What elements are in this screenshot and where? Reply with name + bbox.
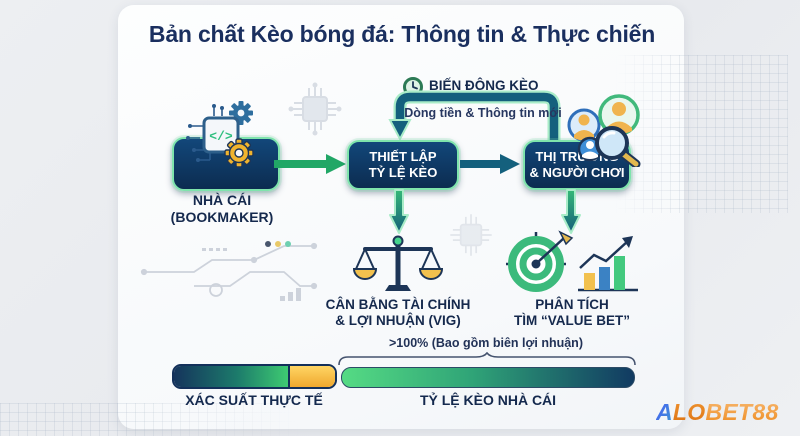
target-chart-icon [506,230,638,292]
arrow-right-teal [460,154,520,174]
bookmaker-chip-gears-icon: </> [186,101,254,168]
feedback-loop-sublabel: Dòng tiền & Thông tin mới [404,106,562,120]
chip-watermark-icon [288,82,342,136]
bookmaker-label-line1: NHÀ CÁI [192,192,252,208]
feedback-loop-label: BIẾN ĐỘNG KÈO [429,78,539,93]
market-line2: & NGƯỜI CHƠI [529,165,625,180]
bookmaker-odds-label: TỶ LỆ KÈO NHÀ CÁI [419,392,557,408]
arrow-right-green [274,154,346,174]
vig-segment [288,366,335,387]
page-title: Bản chất Kèo bóng đá: Thông tin & Thực c… [148,21,656,47]
logo-part-lo: LO [672,399,706,425]
circuit-watermark-icon [140,241,318,301]
actual-probability-label: XÁC SUẤT THỰC TẾ [185,392,323,408]
balance-scales-icon [353,235,443,291]
svg-text:</>: </> [209,129,233,144]
people-magnifier-icon [567,94,641,167]
brace-icon [338,352,636,366]
balance-label-line2: & LỢI NHUẬN (VIG) [335,313,461,329]
actual-probability-bar [172,364,337,389]
alobet88-logo: ALOBET88 [656,399,779,426]
arrow-down-setup [389,189,409,234]
setup-line1: THIẾT LẬP [369,148,437,164]
chip-watermark-icon [450,214,492,256]
bookmaker-label-line2: (BOOKMAKER) [170,209,274,226]
balance-label-line1: CÂN BẰNG TÀI CHÍNH [325,297,471,312]
balance-label: CÂN BẰNG TÀI CHÍNH & LỢI NHUẬN (VIG) [308,297,488,330]
feedback-loop-arrow [388,90,561,147]
probability-segment [174,366,289,387]
margin-annotation: >100% (Bao gồm biên lợi nhuận) [389,336,583,350]
analysis-label-line1: PHÂN TÍCH [535,297,609,312]
node-setup-odds: THIẾT LẬP TỶ LỆ KÈO [347,140,459,190]
bookmaker-label: NHÀ CÁI (BOOKMAKER) [142,192,302,226]
logo-part-bet: BET88 [705,399,779,425]
setup-line2: TỶ LỆ KÈO [368,165,438,180]
node-market-players: THỊ TRƯỜNG & NGƯỜI CHƠI [523,140,631,190]
arrow-down-market [561,189,581,234]
logo-part-a: A [656,399,673,425]
analysis-label-line2: TÌM “VALUE BET” [514,313,630,329]
analysis-label: PHÂN TÍCH TÌM “VALUE BET” [482,297,662,330]
bookmaker-odds-bar [341,367,635,388]
